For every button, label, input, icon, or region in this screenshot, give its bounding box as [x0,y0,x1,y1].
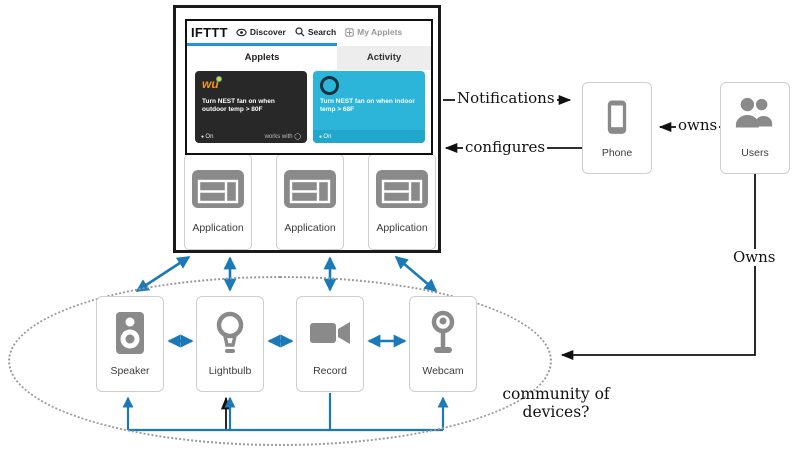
weather-underground-logo: wu [202,76,222,91]
tab-bar: Applets Activity [187,43,431,70]
applet-status-toggle[interactable]: On [319,134,331,140]
phone-icon [607,100,627,134]
device-node-record: Record [296,296,364,392]
application-label: Application [192,222,244,234]
nav-label-discover: Discover [249,27,286,37]
nav-item-my-applets[interactable]: My Applets [345,27,402,37]
search-icon [295,27,305,37]
edge-label-owns-devices: Owns [731,248,778,267]
application-icon [376,170,428,208]
nav-label-search: Search [307,27,337,37]
video-camera-icon [310,322,350,344]
tab-activity[interactable]: Activity [337,46,431,70]
applet-card-wu[interactable]: wu Turn NEST fan on when outdoor temp > … [195,71,307,143]
nav-item-discover[interactable]: Discover [236,27,286,37]
application-node-1: Application [184,154,252,250]
device-node-lightbulb: Lightbulb [196,296,264,392]
speaker-icon [116,312,144,354]
edge-label-owns-phone: owns [676,116,720,135]
application-icon [192,170,244,208]
active-tab-indicator [187,43,337,46]
nav-label-my-applets: My Applets [357,27,403,37]
application-label: Application [284,222,336,234]
community-ellipse [8,276,552,446]
ifttt-logo: IFTTT [191,24,228,40]
nest-logo-icon [320,76,339,95]
device-label: Webcam [422,365,464,377]
nav-item-search[interactable]: Search [295,27,336,37]
community-caption: community of devices? [502,385,610,421]
applet-title: Turn NEST fan on when indoor temp > 68F [320,98,415,114]
users-label: Users [741,147,769,159]
ifttt-system-frame: IFTTT Discover Search My Applets Applets… [173,5,441,253]
phone-label: Phone [601,147,633,159]
lightbulb-icon [216,311,244,353]
application-node-3: Application [368,154,436,250]
edge-owns-devices [560,174,756,361]
device-node-webcam: Webcam [409,296,477,392]
ifttt-navbar: IFTTT Discover Search My Applets [187,21,431,43]
application-label: Application [376,222,428,234]
application-node-2: Application [276,154,344,250]
applet-footer: On works with [195,130,307,143]
applet-footer: On [313,130,425,143]
eye-icon [236,28,247,36]
application-icon [284,170,336,208]
applet-status-toggle[interactable]: On [201,134,213,140]
applet-title: Turn NEST fan on when outdoor temp > 80F [202,98,275,114]
edge-label-notifications: Notifications [455,89,557,108]
edge-label-configures: configures [463,138,548,157]
applet-card-nest[interactable]: Turn NEST fan on when indoor temp > 68F … [313,71,425,143]
webcam-icon [431,310,455,353]
phone-node: Phone [582,82,652,174]
applet-list: wu Turn NEST fan on when outdoor temp > … [187,70,431,153]
device-node-speaker: Speaker [96,296,164,392]
wu-logo-dot [215,76,222,82]
users-node: Users [720,82,790,174]
device-label: Lightbulb [208,365,252,377]
device-label: Record [313,365,347,377]
ifttt-app-screenshot: IFTTT Discover Search My Applets Applets… [185,19,433,155]
users-icon [735,97,773,128]
tab-applets[interactable]: Applets [187,46,337,70]
works-with-label: works with [265,133,301,140]
device-label: Speaker [110,365,150,377]
grid-icon [345,27,354,37]
